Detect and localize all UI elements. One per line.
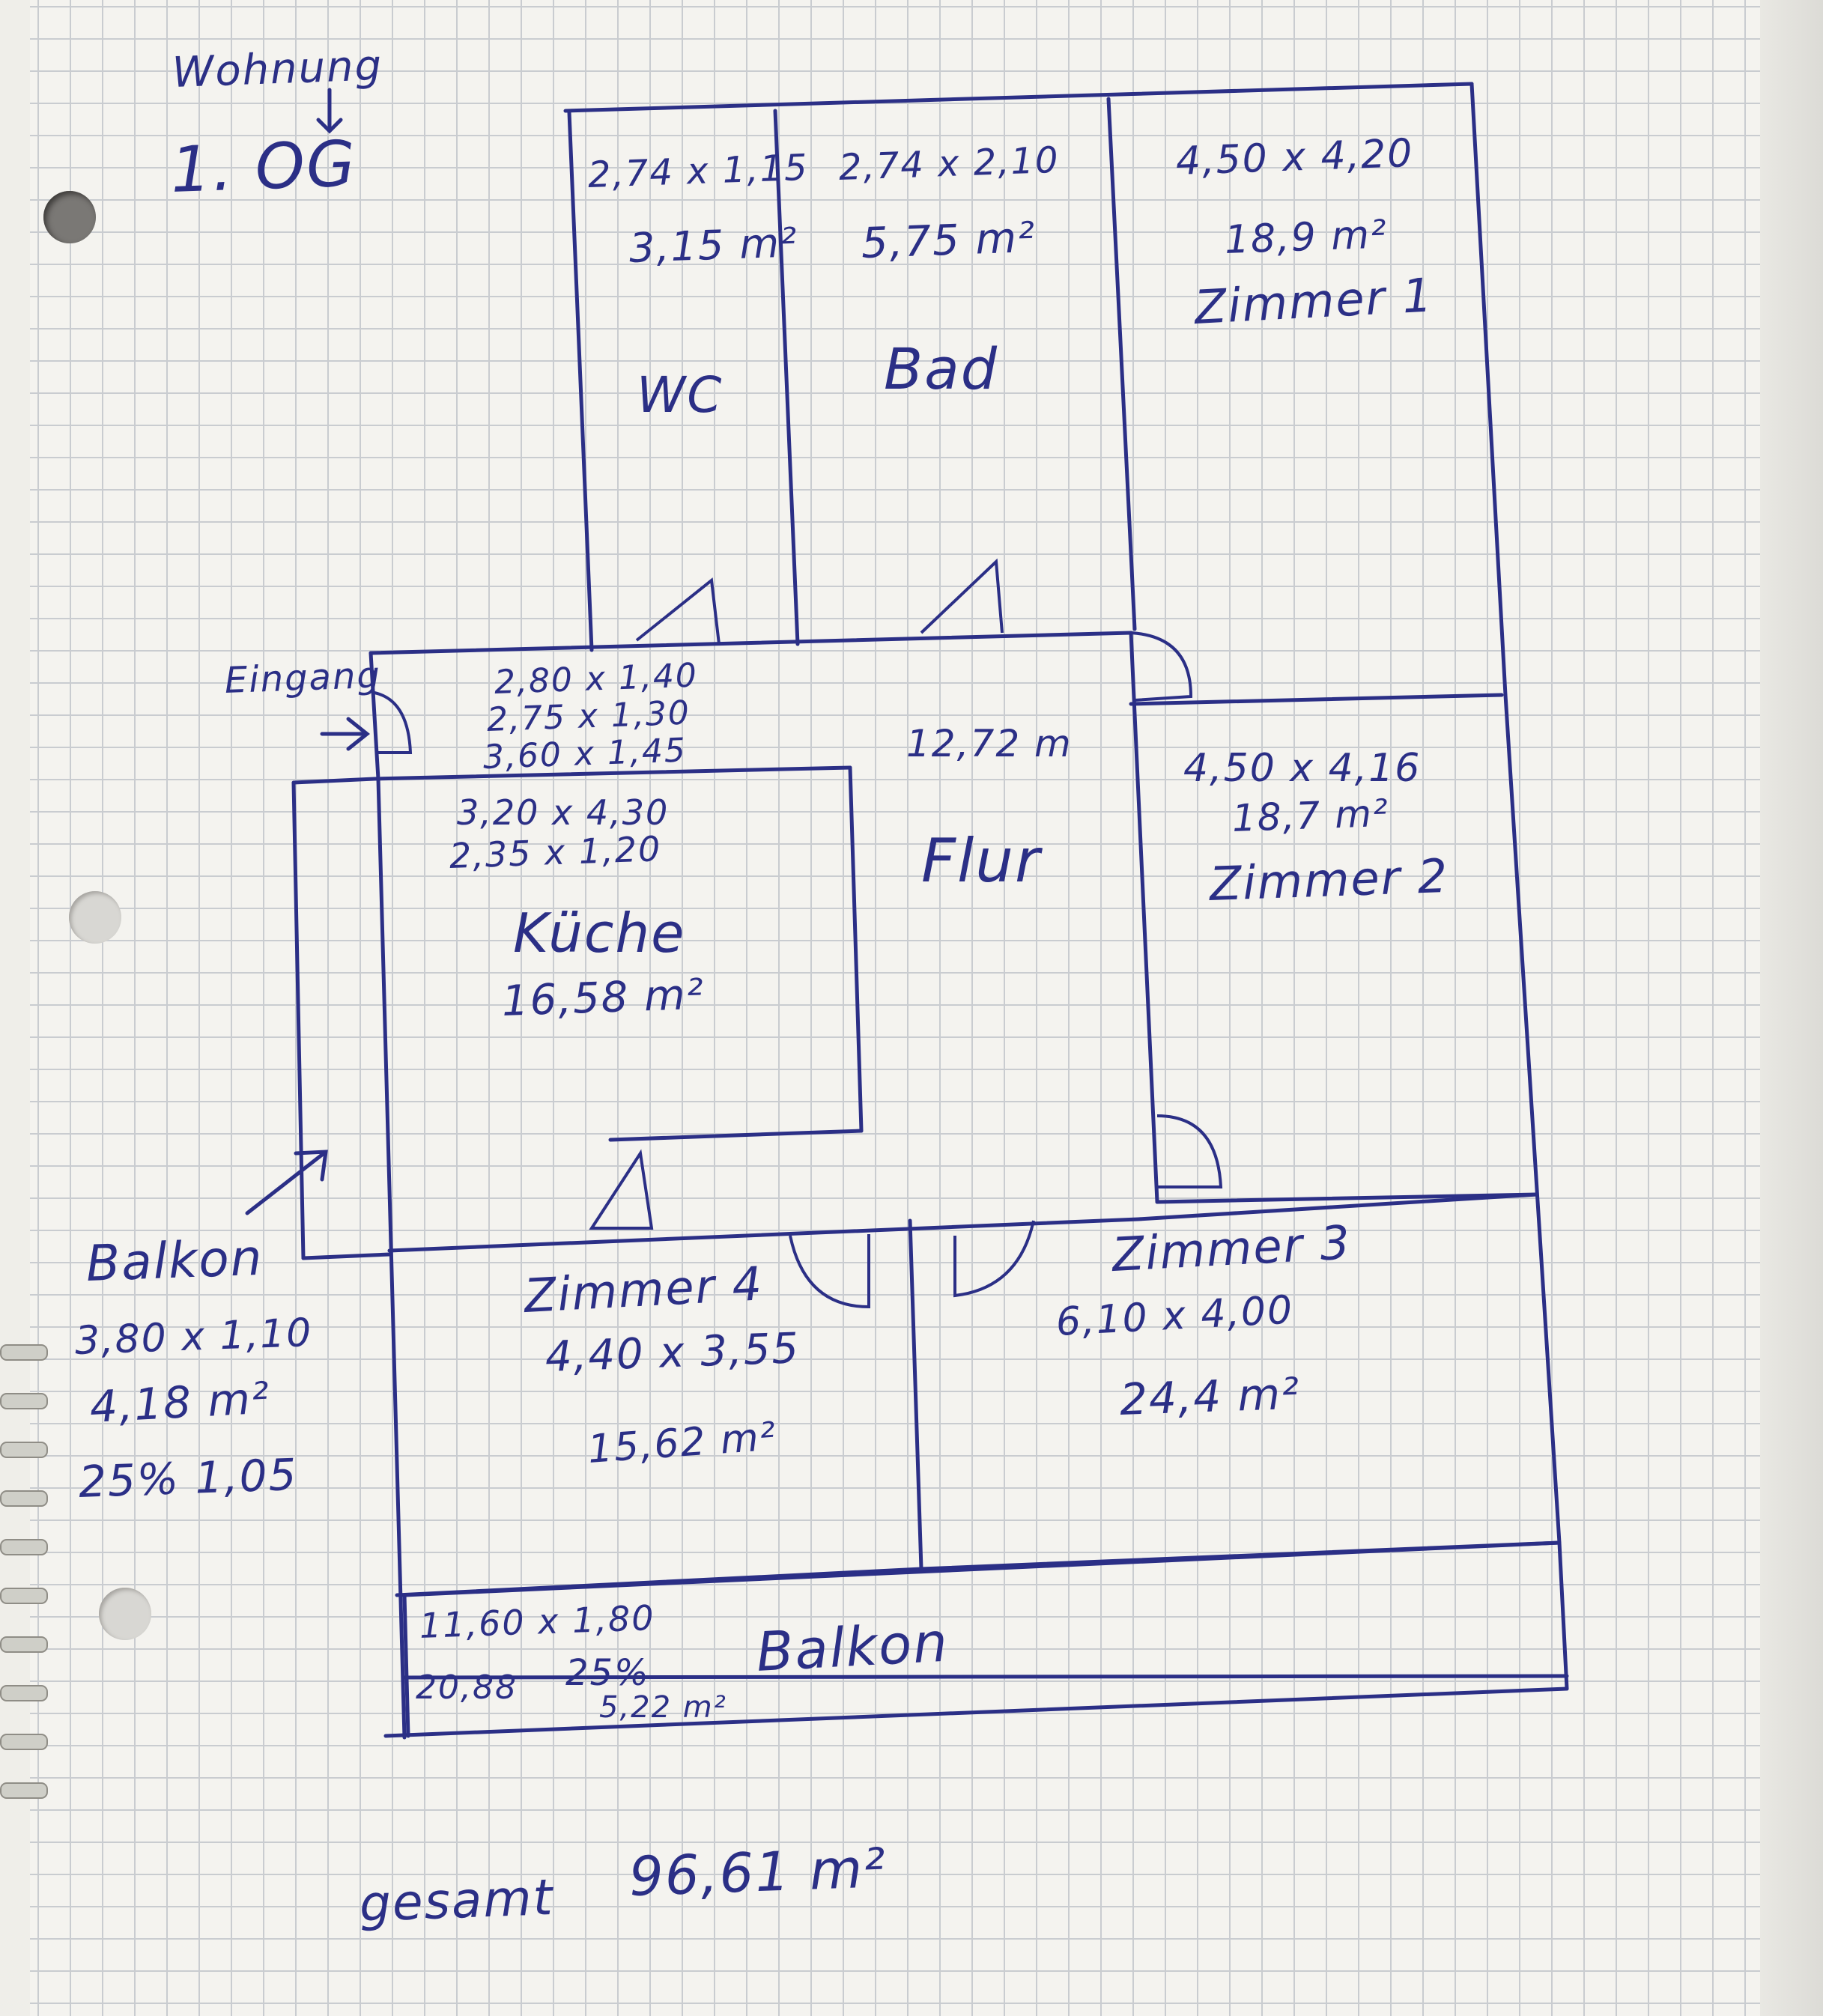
total-label: gesamt [358,1868,555,1933]
page-edge [1760,0,1823,2016]
wall-bad-right [1106,97,1137,631]
wall-balcony-bottom-left [402,1593,410,1738]
balkon-bottom-dims: 11,60 x 1,80 [419,1597,656,1646]
wc-name: WC [637,366,724,424]
zimmer1-area: 18,9 m² [1223,212,1389,263]
punch-hole [69,891,121,944]
header-line1: Wohnung [171,41,384,97]
bad-name: Bad [884,336,998,402]
entrance-label: Eingang [224,654,382,702]
zimmer4-dims: 4,40 x 3,55 [544,1324,801,1382]
door-entrance [374,691,413,754]
zimmer3-name: Zimmer 3 [1111,1215,1353,1282]
door-wc [635,577,721,645]
wc-dims: 2,74 x 1,15 [587,146,810,196]
kueche-dims1: 3,20 x 4,30 [457,792,670,833]
wall-kitchen-bottom [608,1129,864,1142]
door-swings [374,558,1223,1309]
balkon-bottom-area: 5,22 m² [599,1690,727,1725]
zimmer2-name: Zimmer 2 [1208,848,1450,911]
wall-kitchen-top [372,765,852,781]
kueche-area: 16,58 m² [500,970,706,1026]
flur-dims2: 2,75 x 1,30 [486,693,691,739]
zimmer2-dims: 4,50 x 4,16 [1183,746,1422,791]
wall-right-lower [1503,693,1562,1545]
door-bad [920,558,1004,634]
wall-kitchen-right [848,765,864,1133]
wall-right-upper [1469,82,1508,697]
wall-wc-left [567,110,594,652]
wall-zimmer2-left [1129,631,1159,1204]
wall-balcony-left-bottom [301,1252,392,1260]
door-kitchen [589,1149,654,1230]
wall-balcony-bottom-bottom [383,1686,1569,1738]
balkon-bottom-raw: 20,88 [416,1669,518,1707]
wall-rooms-top [387,1192,1539,1253]
zimmer4-name: Zimmer 4 [523,1256,765,1323]
wall-wc-right [773,109,800,646]
zimmer1-name: Zimmer 1 [1193,267,1435,335]
wall-balcony-bottom-mid [402,1674,1569,1680]
bad-dims: 2,74 x 2,10 [838,139,1061,189]
wall-balcony-left [291,777,377,785]
wall-left-outer [376,777,407,1740]
balkon-left-area: 4,18 m² [88,1372,272,1433]
flur-area: 12,72 m [906,722,1073,765]
door-zimmer3 [953,1220,1035,1298]
arrows [245,88,371,1215]
balkon-left-share: 25% 1,05 [77,1448,299,1508]
zimmer3-area: 24,4 m² [1118,1367,1302,1425]
graph-paper-sheet [30,0,1760,2016]
balkon-left-dims: 3,80 x 1,10 [73,1310,314,1364]
flur-name: Flur [921,826,1041,896]
flur-dims3: 3,60 x 1,45 [482,731,688,777]
wall-zimmer-divider [908,1218,923,1571]
zimmer1-dims: 4,50 x 4,20 [1174,130,1415,184]
wall-balcony-bottom-right [1557,1540,1569,1691]
wc-area: 3,15 m² [628,219,799,272]
balcony-arrow [245,1150,328,1215]
wall-flur-top [368,631,1133,655]
wall-zimmer1-bottom [1129,693,1504,706]
door-zimmer4 [789,1234,870,1309]
balkon-bottom-name: Balkon [754,1610,950,1683]
entrance-arrow [320,717,371,751]
wohnung-underline [316,88,343,134]
flur-dims1: 2,80 x 1,40 [494,656,699,702]
wall-top [563,82,1474,113]
balkon-bottom-pct: 25% [565,1652,650,1694]
door-zimmer2 [1156,1114,1223,1188]
kueche-name: Küche [513,902,686,965]
wall-balcony-left-side [291,780,306,1260]
zimmer3-dims: 6,10 x 4,00 [1055,1287,1295,1345]
zimmer2-area: 18,7 m² [1231,791,1390,840]
wall-left-entry [368,651,380,781]
bad-area: 5,75 m² [860,213,1037,268]
header-line2: 1. OG [169,127,358,207]
kueche-dims2: 2,35 x 1,20 [449,828,663,876]
total-value: 96,61 m² [628,1836,888,1908]
balkon-left-name: Balkon [85,1228,264,1293]
wall-zimmer2-bottom [1155,1192,1539,1204]
punch-hole [43,191,96,243]
wall-balcony-bottom-top [402,1540,1562,1597]
punch-hole [99,1588,151,1640]
door-zimmer1 [1130,631,1193,702]
